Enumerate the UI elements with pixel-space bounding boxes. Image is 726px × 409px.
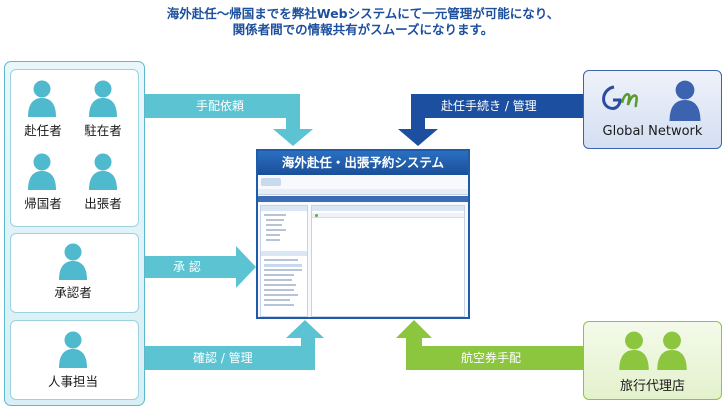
assignment-procedures-label: 赴任手続き / 管理 xyxy=(441,99,537,113)
confirm-manage-arrow xyxy=(145,320,324,370)
assignee-label: 赴任者 xyxy=(24,123,62,138)
mini-menu-bar xyxy=(258,189,468,195)
airline-tickets-label: 航空券手配 xyxy=(461,351,522,365)
travel-agent-person-icon-1 xyxy=(619,331,649,370)
approver-label: 承認者 xyxy=(54,285,92,300)
headline-line-1: 海外赴任〜帰国までを弊社Webシステムにて一元管理が可能になり、 xyxy=(166,6,560,21)
approver-person-icon xyxy=(59,243,87,280)
travel-agent-person-icon-2 xyxy=(657,331,687,370)
travel-agency-box: 旅行代理店 xyxy=(583,321,722,400)
airline-ticket-arrow xyxy=(396,320,583,370)
headline-line-2: 関係者間での情報共有がスムーズになります。 xyxy=(232,22,494,37)
expat-label: 駐在者 xyxy=(84,123,122,138)
global-network-person-icon xyxy=(669,80,701,121)
confirm-manage-label: 確認 / 管理 xyxy=(193,351,253,365)
order-request-arrow xyxy=(145,94,313,146)
approval-label: 承 認 xyxy=(173,260,201,274)
hr-person-icon xyxy=(59,331,87,368)
system-screenshot xyxy=(258,175,468,317)
mini-logo xyxy=(261,178,281,186)
employee-group-box xyxy=(10,69,139,227)
assignee-person-icon xyxy=(28,80,56,117)
mini-sidebar xyxy=(260,205,308,317)
mini-content xyxy=(311,205,465,317)
business-traveler-label: 出張者 xyxy=(84,196,122,211)
business-traveler-person-icon xyxy=(89,153,117,190)
order-request-label: 手配依頼 xyxy=(196,99,245,113)
global-network-label: Global Network xyxy=(602,124,703,139)
travel-agency-label: 旅行代理店 xyxy=(619,379,685,394)
expat-person-icon xyxy=(89,80,117,117)
global-network-box: Global Network xyxy=(583,70,722,149)
approval-arrow xyxy=(145,246,256,288)
hr-label: 人事担当 xyxy=(47,374,98,389)
assignment-arrow xyxy=(398,94,583,146)
system-title: 海外赴任・出張予約システム xyxy=(258,151,468,175)
returnee-person-icon xyxy=(28,153,56,190)
global-network-logo xyxy=(602,85,638,110)
booking-system-window: 海外赴任・出張予約システム xyxy=(256,149,470,319)
headline: 海外赴任〜帰国までを弊社Webシステムにて一元管理が可能になり、 関係者間での情… xyxy=(0,6,726,38)
mini-nav-bar xyxy=(258,196,468,202)
returnee-label: 帰国者 xyxy=(24,196,62,211)
